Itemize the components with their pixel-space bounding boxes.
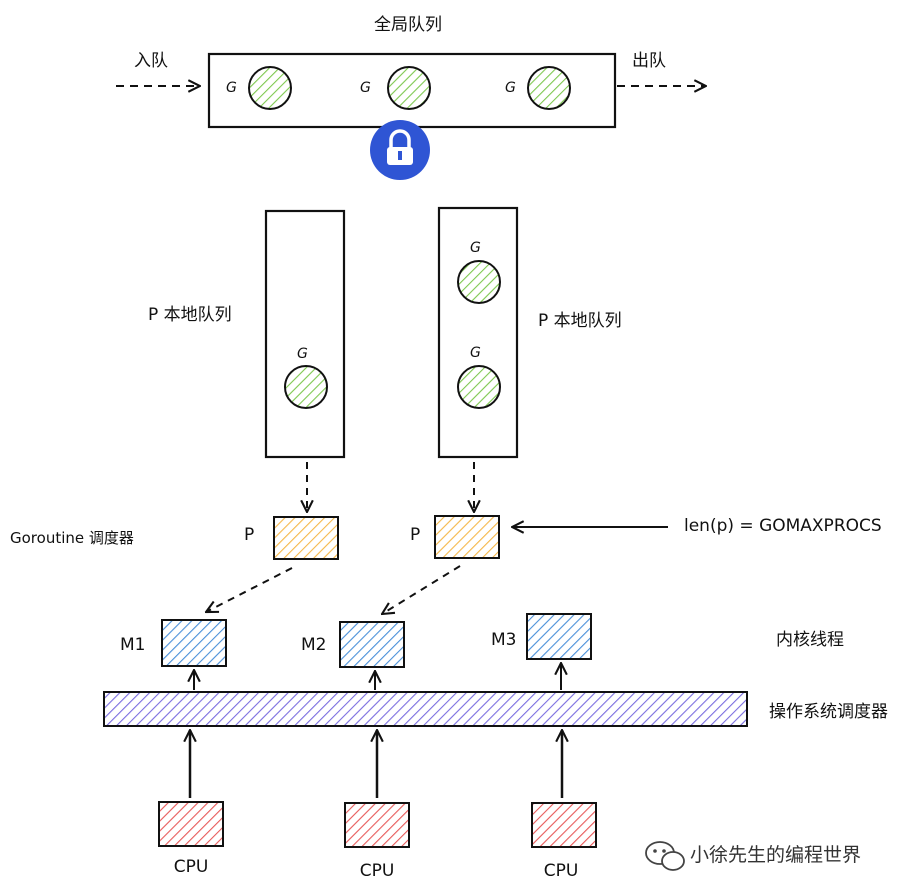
global-goroutine-2: G (360, 66, 431, 110)
p-to-m-arrow-1 (206, 567, 293, 612)
local-goroutine-2a: G (457, 240, 501, 304)
local-queue-label-1: P 本地队列 (148, 305, 232, 325)
cpu-label-3: CPU (544, 861, 579, 881)
kernel-thread-label: 内核线程 (776, 630, 844, 650)
goroutine-label: G (505, 80, 516, 96)
goroutine-label: G (297, 346, 308, 362)
local-queue-box-2 (437, 206, 519, 459)
enqueue-label: 入队 (134, 51, 168, 71)
goroutine-label: G (470, 345, 481, 361)
cpu-label-1: CPU (174, 857, 209, 877)
os-scheduler-label: 操作系统调度器 (769, 702, 888, 722)
global-goroutine-3: G (505, 66, 571, 110)
processor-box-2 (434, 515, 500, 559)
cpu-box-3 (531, 802, 597, 848)
lock-icon (370, 120, 430, 180)
local-queue-box-1 (264, 209, 346, 459)
cpu-label-2: CPU (360, 861, 395, 881)
p-to-m-arrow-2 (382, 565, 461, 614)
local-goroutine-2b: G (457, 345, 501, 409)
local-queue-label-2: P 本地队列 (538, 311, 622, 331)
p-label-1: P (244, 525, 254, 545)
machine-box-2 (339, 621, 405, 668)
watermark-text: 小徐先生的编程世界 (690, 844, 861, 866)
machine-box-3 (526, 613, 592, 660)
goroutine-label: G (360, 80, 371, 96)
machine-box-1 (161, 619, 227, 667)
wechat-icon (645, 841, 685, 871)
goroutine-label: G (470, 240, 481, 256)
m-label-2: M2 (301, 635, 326, 655)
goroutine-scheduler-label: Goroutine 调度器 (10, 529, 134, 547)
m-label-1: M1 (120, 635, 145, 655)
global-goroutine-1: G (226, 66, 292, 110)
goroutine-label: G (226, 80, 237, 96)
gomaxprocs-formula: len(p) = GOMAXPROCS (684, 516, 882, 536)
cpu-box-1 (158, 801, 224, 847)
processor-box-1 (273, 516, 339, 560)
m-label-3: M3 (491, 630, 516, 650)
global-queue-title: 全局队列 (374, 15, 442, 35)
p-label-2: P (410, 525, 420, 545)
os-scheduler-bar (103, 691, 748, 727)
cpu-box-2 (344, 802, 410, 848)
dequeue-label: 出队 (632, 51, 666, 71)
local-goroutine-1a: G (284, 346, 328, 409)
